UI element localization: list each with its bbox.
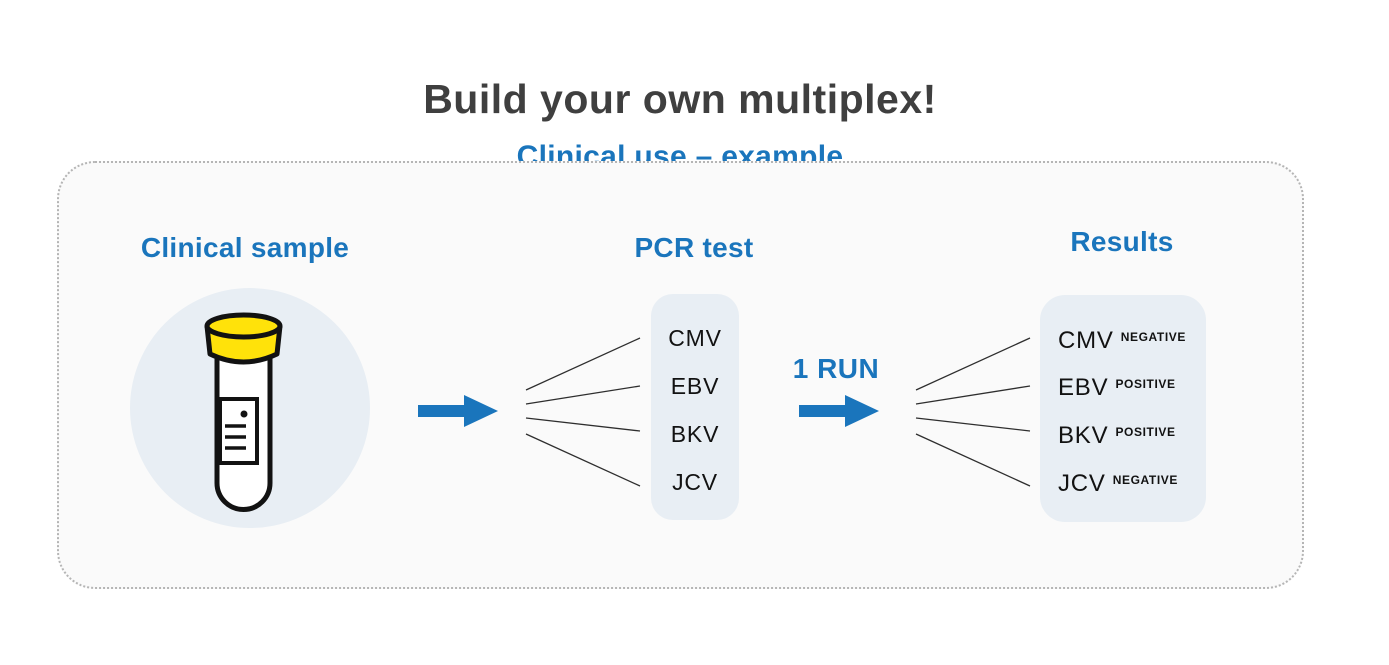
pcr-target: EBV	[670, 373, 720, 399]
result-target: EBV	[1058, 374, 1109, 401]
sample-circle-background	[130, 288, 370, 528]
result-target: CMV	[1058, 327, 1114, 354]
run-count-label: 1 RUN	[792, 353, 880, 384]
clinical-sample-heading: Clinical sample	[140, 232, 350, 263]
result-target: JCV	[1058, 470, 1106, 497]
result-row: EBV POSITIVE	[1058, 370, 1176, 406]
result-status: POSITIVE	[1115, 425, 1176, 439]
result-row: BKV POSITIVE	[1058, 418, 1176, 454]
results-heading: Results	[1070, 226, 1174, 257]
test-tube-icon	[204, 312, 283, 512]
result-target: BKV	[1058, 422, 1109, 449]
result-status: POSITIVE	[1115, 377, 1176, 391]
result-row: CMV NEGATIVE	[1058, 323, 1186, 359]
pcr-target: CMV	[668, 325, 722, 351]
pcr-target-panel: CMV EBV BKV JCV	[651, 294, 739, 520]
page-title: Build your own multiplex!	[423, 76, 937, 122]
result-status: NEGATIVE	[1120, 330, 1186, 344]
pcr-target: BKV	[670, 421, 720, 447]
result-status: NEGATIVE	[1112, 473, 1179, 487]
results-panel: CMV NEGATIVE EBV POSITIVE BKV POSITIVE JCV N…	[1040, 295, 1206, 522]
pcr-target: JCV	[672, 469, 718, 495]
pcr-test-heading: PCR test	[634, 232, 754, 263]
result-row: JCV NEGATIVE	[1058, 466, 1178, 502]
